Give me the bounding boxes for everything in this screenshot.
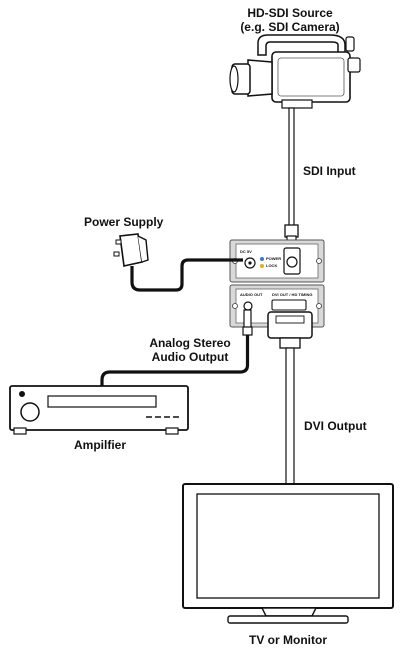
- dvi-cable: [267, 311, 313, 485]
- power-supply-label: Power Supply: [84, 215, 164, 229]
- audio-output-label-line1: Analog Stereo: [149, 336, 231, 350]
- audio-cable: [100, 309, 253, 388]
- audio-output-label-line2: Audio Output: [151, 350, 229, 364]
- audio-out-label: AUDIO OUT: [240, 292, 263, 297]
- camera-icon: [229, 34, 361, 109]
- sdi-input-label: SDI Input: [303, 164, 356, 178]
- lock-led-label: LOCK: [266, 263, 278, 268]
- amplifier-icon: [9, 385, 189, 435]
- source-label-line2: (e.g. SDI Camera): [240, 20, 340, 34]
- power-adapter-icon: [113, 233, 149, 267]
- source-label-line1: HD-SDI Source: [247, 6, 333, 20]
- power-cable: [130, 258, 243, 292]
- power-led-label: POWER: [266, 256, 282, 261]
- dvi-output-label: DVI Output: [304, 419, 367, 433]
- amplifier-label: Ampilfier: [73, 438, 126, 452]
- dvi-out-label: DVI OUT / HD TIMING: [272, 292, 313, 297]
- tv-monitor-label: TV or Monitor: [249, 633, 327, 647]
- sdi-cable: [284, 107, 299, 245]
- monitor-icon: [182, 483, 394, 624]
- dc-label: DC 5V: [240, 249, 252, 254]
